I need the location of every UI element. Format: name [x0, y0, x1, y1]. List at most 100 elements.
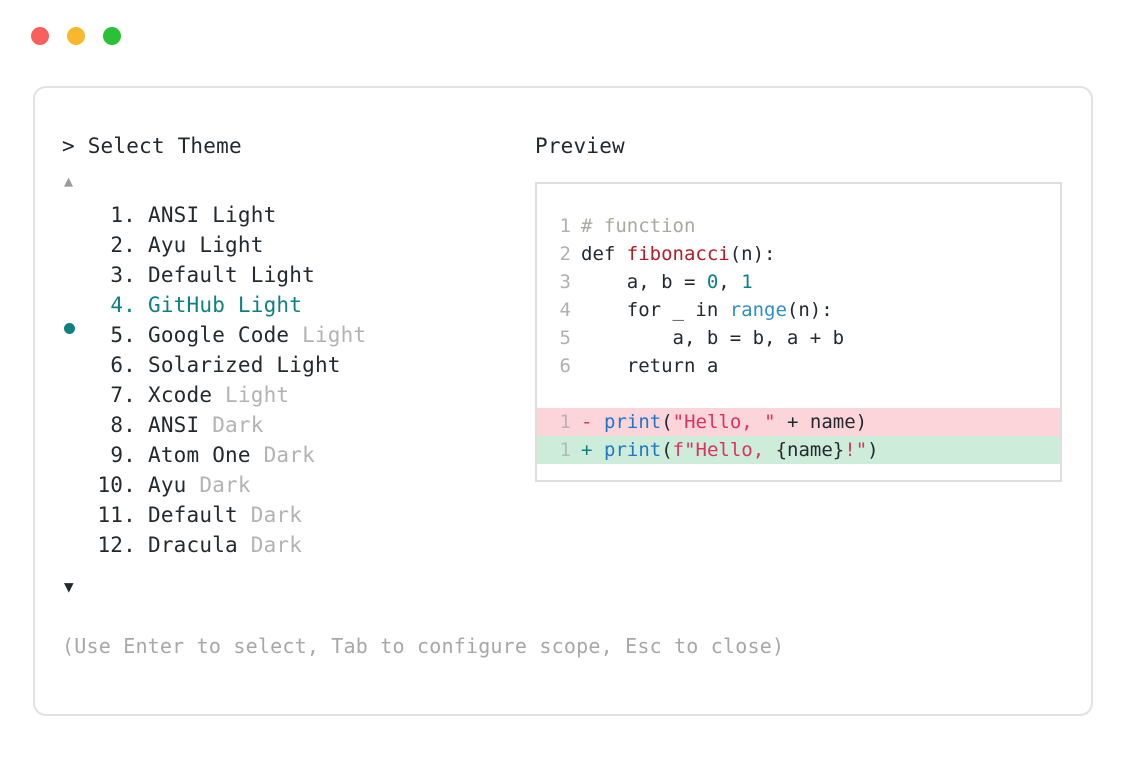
theme-list-item[interactable]: 12. Dracula Dark — [62, 530, 532, 560]
theme-item-name: Atom One — [148, 443, 251, 467]
theme-item-name: Default — [148, 503, 238, 527]
theme-item-index: 12. — [97, 533, 136, 557]
theme-list-item[interactable]: 8.ANSI Dark — [62, 410, 532, 440]
theme-item-variant: Dark — [237, 533, 303, 557]
code-token-builtin: range — [729, 299, 787, 321]
code-token-punct: (n): — [786, 299, 833, 321]
theme-item-variant: Dark — [237, 503, 303, 527]
code-token-call: print — [604, 411, 662, 433]
theme-item-name: Dracula — [148, 533, 238, 557]
code-token-plain: for _ in — [581, 299, 730, 321]
theme-item-name: ANSI Light — [148, 203, 277, 227]
code-line-number: 6 — [559, 355, 571, 377]
code-line-content: for _ in range(n): — [581, 296, 833, 324]
code-token-punct: ) — [867, 439, 879, 461]
theme-list-item[interactable]: 9.Atom One Dark — [62, 440, 532, 470]
theme-item-index: 4. — [110, 293, 136, 317]
code-line: 1 # function — [537, 212, 1060, 240]
code-token-str: f"Hello, — [672, 439, 776, 461]
theme-item-index: 8. — [110, 413, 136, 437]
prompt-caret-icon: > — [62, 134, 75, 158]
code-line-number: 3 — [559, 271, 571, 293]
code-line: 6 return a — [537, 352, 1060, 380]
diff-line-number: 1 — [559, 411, 571, 433]
theme-item-index: 3. — [110, 263, 136, 287]
scroll-up-icon[interactable]: ▲ — [64, 172, 74, 190]
theme-item-index: 7. — [110, 383, 136, 407]
code-line: 2 def fibonacci(n): — [537, 240, 1060, 268]
code-line-number: 4 — [559, 299, 571, 321]
code-token-num: 1 — [741, 271, 753, 293]
theme-list-item[interactable]: 5. Google Code Light — [62, 320, 532, 350]
theme-item-name: Ayu — [148, 473, 187, 497]
code-line-content: def fibonacci(n): — [581, 240, 775, 268]
page-title — [75, 134, 88, 158]
theme-selector-panel: > Select Theme ▲ 1.ANSI Light 2. Ayu Light… — [62, 132, 532, 598]
theme-list-item[interactable]: 10. Ayu Dark — [62, 470, 532, 500]
close-window-icon[interactable] — [31, 27, 49, 45]
theme-item-variant: Light — [212, 383, 290, 407]
diff-block: 1- print("Hello, " + name)1+ print(f"Hel… — [537, 408, 1060, 464]
code-line-content: a, b = b, a + b — [581, 324, 845, 352]
theme-item-name: Default Light — [148, 263, 315, 287]
diff-line-number: 1 — [559, 439, 571, 461]
theme-list-item[interactable]: 2. Ayu Light — [62, 230, 532, 260]
code-token-plain: a, b = b, a + b — [581, 327, 845, 349]
theme-list-item[interactable]: 7. Xcode Light — [62, 380, 532, 410]
diff-sign-gap — [595, 436, 604, 464]
diff-line-content: print(f"Hello, {name}!") — [604, 436, 879, 464]
theme-item-name: GitHub Light — [148, 293, 303, 317]
code-line: 3 a, b = 0, 1 — [537, 268, 1060, 296]
code-token-fn: fibonacci — [626, 243, 730, 265]
code-token-str: !" — [844, 439, 868, 461]
theme-list-item[interactable]: 6.Solarized Light — [62, 350, 532, 380]
diff-line-content: print("Hello, " + name) — [604, 408, 867, 436]
diff-sign-gap — [595, 408, 604, 436]
prompt-label: Select Theme — [87, 134, 242, 158]
code-token-punct: (n): — [729, 243, 776, 265]
keyboard-hint: (Use Enter to select, Tab to configure s… — [62, 634, 785, 658]
theme-item-name: Ayu Light — [148, 233, 264, 257]
theme-item-index: 5. — [110, 323, 136, 347]
theme-list-item[interactable]: 3. Default Light — [62, 260, 532, 290]
theme-list-item[interactable]: 11. Default Dark — [62, 500, 532, 530]
code-line-content: a, b = 0, 1 — [581, 268, 753, 296]
scroll-down-icon[interactable]: ▼ — [64, 577, 74, 596]
theme-item-name: Xcode — [148, 383, 213, 407]
code-line: 5 a, b = b, a + b — [537, 324, 1060, 352]
code-token-punct: ( — [661, 411, 673, 433]
code-token-plain: , — [718, 271, 742, 293]
theme-item-index: 10. — [97, 473, 136, 497]
maximize-window-icon[interactable] — [103, 27, 121, 45]
minimize-window-icon[interactable] — [67, 27, 85, 45]
code-token-plain: {name} — [775, 439, 845, 461]
code-line-number: 1 — [559, 215, 571, 237]
code-token-punct: ( — [661, 439, 673, 461]
code-token-plain: return a — [581, 355, 719, 377]
theme-list-item[interactable]: 4. GitHub Light — [62, 290, 532, 334]
theme-item-variant: Light — [289, 323, 367, 347]
theme-item-index: 2. — [110, 233, 136, 257]
theme-item-name: Google Code — [148, 323, 290, 347]
code-line-number: 2 — [559, 243, 571, 265]
theme-item-index: 6. — [110, 353, 136, 377]
diff-sign-plus: + — [581, 439, 593, 461]
code-token-kw: def — [581, 243, 627, 265]
theme-item-name: ANSI — [148, 413, 200, 437]
code-line-content: # function — [581, 212, 695, 240]
code-spacer — [537, 380, 1060, 408]
code-line-content: return a — [581, 352, 719, 380]
theme-item-index: 9. — [110, 443, 136, 467]
code-token-num: 0 — [706, 271, 719, 293]
code-token-call: print — [604, 439, 662, 461]
diff-sign-minus: - — [581, 411, 593, 433]
theme-list-item[interactable]: 1.ANSI Light — [62, 200, 532, 230]
theme-item-variant: Dark — [186, 473, 251, 497]
selected-bullet-dot — [64, 323, 75, 334]
theme-item-index: 11. — [97, 503, 136, 527]
diff-line-plus: 1 + print(f"Hello, {name}!") — [537, 436, 1060, 464]
